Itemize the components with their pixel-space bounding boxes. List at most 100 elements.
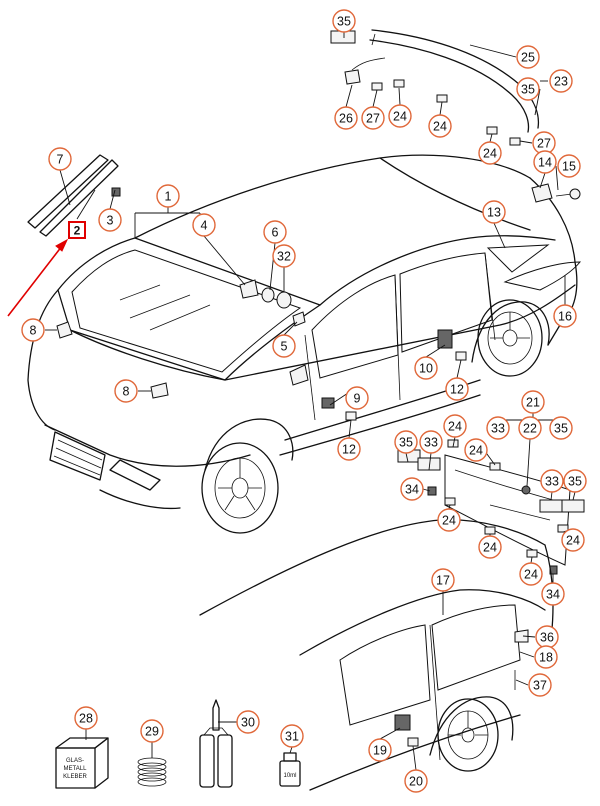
callout-part-37: 37 bbox=[528, 673, 552, 697]
callout-part-4: 4 bbox=[192, 213, 216, 237]
callout-ring bbox=[74, 706, 98, 730]
callout-part-35: 35 bbox=[549, 416, 573, 440]
leader-line bbox=[534, 88, 541, 116]
leader-line bbox=[550, 491, 553, 501]
callout-number: 20 bbox=[409, 775, 423, 789]
callout-ring bbox=[114, 379, 138, 403]
callout-number: 9 bbox=[354, 392, 361, 406]
bottle-volume-label: 10ml bbox=[283, 773, 296, 779]
callout-ring bbox=[394, 430, 418, 454]
callout-number: 24 bbox=[448, 420, 462, 434]
callout-part-35: 35 bbox=[563, 469, 587, 493]
sedan-body-illustration bbox=[27, 154, 582, 534]
callout-number: 13 bbox=[487, 206, 501, 220]
callout-ring bbox=[549, 69, 573, 93]
callout-number: 31 bbox=[285, 730, 299, 744]
callout-part-7: 7 bbox=[48, 147, 72, 171]
callout-part-33: 33 bbox=[540, 469, 564, 493]
callout-number: 8 bbox=[123, 385, 130, 399]
callout-part-30: 30 bbox=[236, 710, 260, 734]
rear-spoiler-assembly bbox=[330, 29, 540, 146]
callout-number: 19 bbox=[373, 744, 387, 758]
leader-line bbox=[493, 222, 506, 249]
callout-ring bbox=[388, 104, 412, 128]
leader-line bbox=[379, 727, 401, 740]
leader-line bbox=[109, 189, 116, 210]
callout-part-9: 9 bbox=[345, 386, 369, 410]
leader-line bbox=[412, 745, 417, 771]
callout-part-28: 28 bbox=[74, 706, 98, 730]
callout-ring bbox=[192, 213, 216, 237]
callout-ring bbox=[445, 377, 469, 401]
callout-ring bbox=[345, 386, 369, 410]
callout-part-35: 35 bbox=[332, 9, 356, 33]
leader-line bbox=[522, 635, 536, 638]
callout-part-17: 17 bbox=[431, 568, 455, 592]
callout-number: 35 bbox=[337, 15, 351, 29]
callout-ring bbox=[443, 414, 467, 438]
callout-ring bbox=[431, 568, 455, 592]
callout-part-24: 24 bbox=[437, 508, 461, 532]
callout-ring bbox=[478, 535, 502, 559]
callout-number: 24 bbox=[566, 534, 580, 548]
callout-part-31: 31 bbox=[280, 724, 304, 748]
callout-number: 26 bbox=[339, 112, 353, 126]
leader-line bbox=[398, 87, 401, 106]
package-text-line-1: GLAS- bbox=[66, 758, 84, 764]
leader-line bbox=[289, 746, 293, 754]
callout-part-24: 24 bbox=[478, 535, 502, 559]
callout-part-3: 3 bbox=[98, 208, 122, 232]
callout-number: 7 bbox=[57, 153, 64, 167]
callout-number: 37 bbox=[533, 679, 547, 693]
callout-number: 16 bbox=[558, 310, 572, 324]
callout-part-12: 12 bbox=[445, 377, 469, 401]
callout-ring bbox=[540, 469, 564, 493]
callout-part-36: 36 bbox=[535, 625, 559, 649]
callout-part-26: 26 bbox=[334, 106, 358, 130]
callout-number: 17 bbox=[436, 574, 450, 588]
leader-line bbox=[428, 452, 432, 471]
leader-line bbox=[572, 491, 576, 501]
callout-number: 18 bbox=[539, 651, 553, 665]
callout-number: 8 bbox=[30, 324, 37, 338]
leader-line bbox=[405, 452, 409, 463]
callout-part-24: 24 bbox=[428, 114, 452, 138]
callout-ring bbox=[272, 244, 296, 268]
leader-line bbox=[452, 436, 456, 448]
leader-line bbox=[348, 419, 352, 439]
callout-part-22: 22 bbox=[518, 416, 542, 440]
callout-part-19: 19 bbox=[368, 738, 392, 762]
sealing-cord-coil bbox=[137, 757, 167, 787]
callout-part-24: 24 bbox=[478, 141, 502, 165]
callout-number: 32 bbox=[277, 250, 291, 264]
callout-part-27: 27 bbox=[532, 131, 556, 155]
callout-ring bbox=[561, 528, 585, 552]
callout-number: 1 bbox=[165, 190, 172, 204]
callout-ring bbox=[557, 154, 581, 178]
adhesive-package: GLAS- METALL KLEBER bbox=[55, 737, 109, 789]
callout-number: 24 bbox=[483, 541, 497, 555]
callout-part-29: 29 bbox=[140, 719, 164, 743]
callout-number: 23 bbox=[554, 75, 568, 89]
callout-ring bbox=[521, 390, 545, 414]
callout-part-34: 34 bbox=[400, 477, 424, 501]
callout-ring bbox=[437, 508, 461, 532]
primer-bottle: 10ml bbox=[279, 752, 301, 787]
callout-part-10: 10 bbox=[414, 356, 438, 380]
callout-number: 21 bbox=[526, 396, 540, 410]
callout-part-24: 24 bbox=[388, 104, 412, 128]
sedan-small-parts bbox=[27, 154, 581, 421]
leader-line bbox=[456, 359, 462, 379]
callout-part-35: 35 bbox=[394, 430, 418, 454]
callout-ring bbox=[534, 645, 558, 669]
callout-number: 33 bbox=[491, 422, 505, 436]
callout-ring bbox=[414, 356, 438, 380]
callout-number: 35 bbox=[399, 436, 413, 450]
leader-line bbox=[526, 438, 531, 487]
callout-ring bbox=[334, 106, 358, 130]
leader-line bbox=[555, 165, 559, 191]
callout-ring bbox=[563, 469, 587, 493]
callout-ring bbox=[48, 147, 72, 171]
callout-ring bbox=[332, 9, 356, 33]
